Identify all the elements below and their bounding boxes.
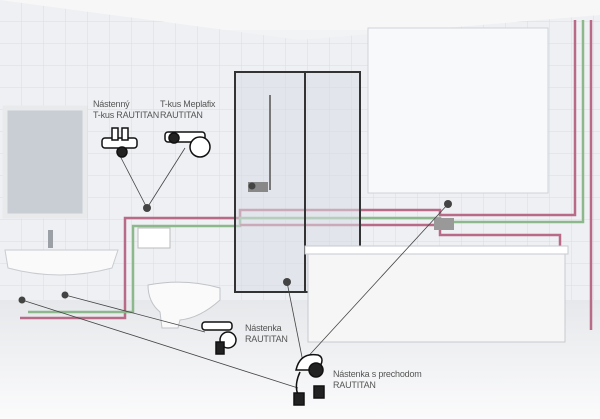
label-line: RAUTITAN bbox=[160, 110, 203, 120]
label-line: Nástenka bbox=[245, 323, 282, 333]
label-line: T-kus RAUTITAN bbox=[93, 110, 160, 120]
label-line: T-kus Meplafix bbox=[160, 99, 216, 109]
label-line: Nástenka s prechodom bbox=[333, 369, 422, 379]
connection-dots bbox=[18, 182, 452, 304]
window bbox=[367, 27, 549, 194]
faucet bbox=[48, 230, 53, 248]
flush-plate bbox=[137, 227, 171, 249]
meplafix-tee-fitting-icon bbox=[164, 131, 211, 158]
wall-plate-fitting-icon bbox=[201, 321, 237, 355]
wall-plate-transition-fitting-icon bbox=[293, 353, 325, 406]
label-line: RAUTITAN bbox=[245, 334, 288, 344]
label-line: Nástenný bbox=[93, 99, 130, 109]
mirror bbox=[2, 105, 88, 219]
label-wall-plate-transition: Nástenka s prechodom RAUTITAN bbox=[333, 369, 422, 391]
label-wall-plate: Nástenka RAUTITAN bbox=[245, 323, 288, 345]
label-wall-tee: Nástenný T-kus RAUTITAN bbox=[93, 99, 159, 121]
tub-faucet bbox=[434, 218, 454, 230]
bathtub bbox=[307, 249, 566, 343]
toilet bbox=[147, 281, 221, 329]
wall-tee-fitting-icon bbox=[101, 127, 138, 158]
left-wall bbox=[0, 0, 300, 310]
leader-lines bbox=[21, 147, 449, 389]
label-line: RAUTITAN bbox=[333, 380, 376, 390]
sink bbox=[4, 249, 119, 276]
label-meplafix-tee: T-kus Meplafix RAUTITAN bbox=[160, 99, 215, 121]
